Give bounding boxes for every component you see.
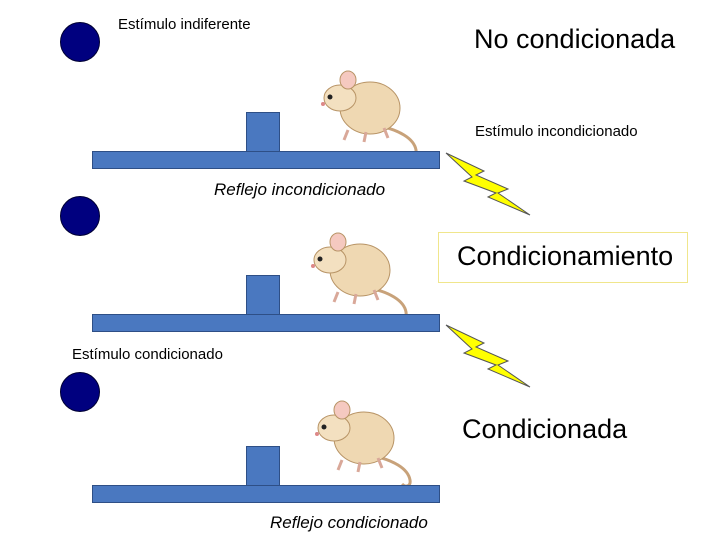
label-unconditioned-reflex: Reflejo incondicionado (214, 180, 386, 199)
lever-3 (246, 446, 280, 486)
label-conditioned-stimulus: Estímulo condicionado (72, 346, 223, 363)
lever-2 (246, 275, 280, 315)
label-conditioned-reflex: Reflejo condicionado (270, 513, 428, 532)
platform-2 (92, 314, 440, 332)
platform-1 (92, 151, 440, 169)
rat-icon-3 (315, 400, 412, 488)
lever-1 (246, 112, 280, 152)
rat-icon-2 (311, 232, 408, 320)
label-unconditioned: No condicionada (474, 24, 676, 54)
label-conditioned: Condicionada (462, 414, 628, 444)
rat-icon-1 (321, 70, 418, 158)
light-stimulus-2 (60, 196, 100, 236)
platform-3 (92, 485, 440, 503)
lightning-bolt-icon-1 (445, 152, 531, 216)
label-stimulus-indifferent: Estímulo indiferente (118, 16, 251, 33)
light-stimulus-1 (60, 22, 100, 62)
lightning-bolt-icon-2 (445, 324, 531, 388)
label-conditioning: Condicionamiento (438, 232, 689, 283)
light-stimulus-3 (60, 372, 100, 412)
label-unconditioned-stimulus: Estímulo incondicionado (475, 123, 638, 140)
